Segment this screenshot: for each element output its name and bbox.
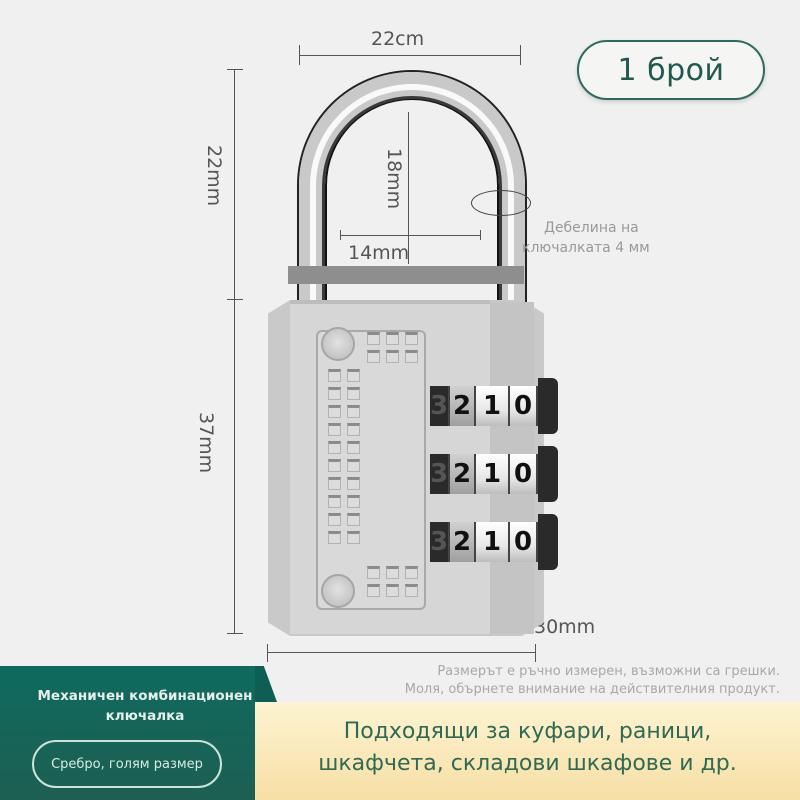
combination-dial-1[interactable]: 3 2 1 0 (430, 378, 558, 434)
dim-tick-inner-right (480, 230, 481, 240)
disclaimer-line1: Размерът е ръчно измерен, възможни са гр… (437, 664, 780, 679)
dial-digit: 0 (510, 386, 538, 426)
dial-digit: 1 (476, 386, 510, 426)
disclaimer-line2: Моля, обърнете внимание на действителния… (404, 682, 780, 697)
plate-grid-bottom (367, 566, 418, 597)
quantity-badge: 1 брой (577, 40, 765, 100)
dial-digit: 1 (476, 454, 510, 494)
dim-label-shackle-width: 22cm (368, 28, 428, 50)
usage-text: Подходящи за куфари, раници, шкафчета, с… (255, 716, 800, 780)
rivet-bottom-icon (321, 574, 355, 608)
dial-digit: 2 (450, 454, 476, 494)
product-title-line2: ключалка (105, 708, 185, 724)
shackle-note-line2: ключалката 4 мм (522, 240, 650, 256)
lock-top-ridge (290, 300, 490, 304)
dial-back (538, 378, 558, 434)
dim-line-bottom (268, 652, 536, 653)
dim-label-clearance-height: 18mm (383, 148, 405, 210)
quantity-label: 1 брой (617, 52, 725, 88)
product-title: Механичен комбинационен ключалка (0, 686, 290, 726)
combination-dial-2[interactable]: 3 2 1 0 (430, 446, 558, 502)
shackle-thickness-note: Дебелина на ключалката 4 мм (522, 218, 650, 258)
lock-shackle-highlight (310, 84, 514, 354)
dim-tick-bottom-left (267, 644, 268, 662)
dim-line-clearance-vertical (408, 112, 409, 264)
usage-panel (255, 702, 800, 800)
dim-line-top (299, 55, 521, 56)
dim-line-left-upper (234, 70, 235, 300)
shackle-note-line1: Дебелина на (544, 220, 639, 236)
measurement-disclaimer: Размерът е ръчно измерен, възможни са гр… (370, 663, 780, 699)
usage-line2: шкафчета, складови шкафове и др. (318, 751, 737, 776)
rivet-top-icon (321, 327, 355, 361)
dial-digit: 3 (430, 454, 450, 494)
dial-digit: 0 (510, 522, 538, 562)
dim-label-body-height: 37mm (192, 412, 220, 474)
dial-back (538, 514, 558, 570)
dim-tick-left-bottom (227, 633, 243, 634)
plate-grid-top (367, 332, 418, 363)
dial-digit: 1 (476, 522, 510, 562)
product-title-line1: Механичен комбинационен (37, 688, 253, 704)
dial-digit: 2 (450, 386, 476, 426)
dim-tick-left-mid (227, 299, 243, 300)
dial-digit: 3 (430, 522, 450, 562)
dim-tick-left-top (227, 69, 243, 70)
lock-shackle-inner-edge (322, 96, 502, 356)
lock-top-step (288, 266, 524, 284)
combination-dial-3[interactable]: 3 2 1 0 (430, 514, 558, 570)
thickness-ellipse-icon (471, 190, 531, 216)
dim-tick-top-left (299, 45, 300, 65)
dim-line-inner-width (340, 235, 481, 236)
variant-button[interactable]: Сребро, голям размер (32, 740, 222, 788)
usage-line1: Подходящи за куфари, раници, (343, 719, 712, 744)
dim-tick-inner-left (340, 230, 341, 240)
dial-digit: 3 (430, 386, 450, 426)
dim-label-shackle-height: 22mm (200, 145, 228, 207)
dial-digit: 0 (510, 454, 538, 494)
dial-digit: 2 (450, 522, 476, 562)
dim-tick-top-right (520, 45, 521, 65)
variant-label: Сребро, голям размер (51, 756, 203, 772)
plate-grid-left (328, 369, 360, 544)
dim-label-inner-width: 14mm (348, 242, 410, 264)
dim-label-body-width: 30mm (531, 616, 599, 638)
dim-tick-bottom-right (535, 644, 536, 662)
dial-back (538, 446, 558, 502)
dim-line-left-lower (234, 300, 235, 634)
